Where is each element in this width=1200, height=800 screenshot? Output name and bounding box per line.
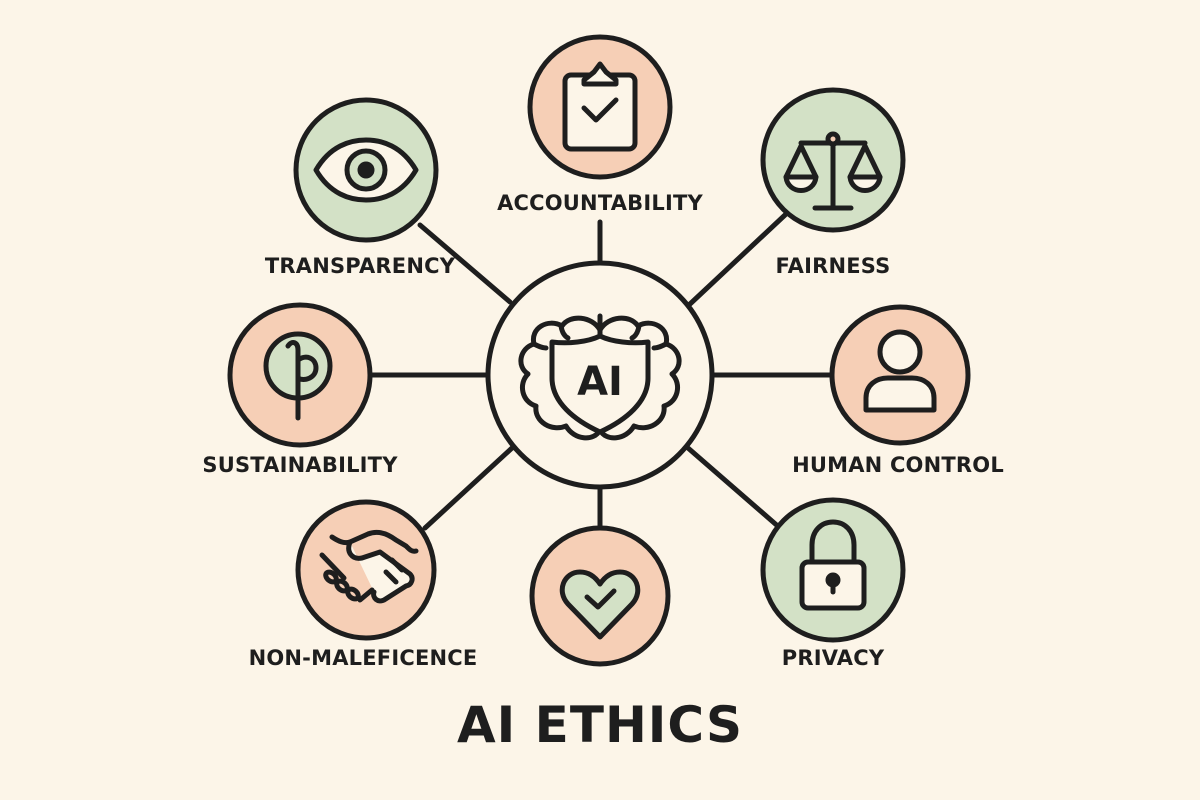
label-transparency: TRANSPARENCY	[264, 254, 456, 278]
person-icon	[863, 329, 937, 413]
node-circle-human-control[interactable]	[829, 304, 971, 446]
padlock-icon	[799, 519, 867, 611]
node-privacy[interactable]	[760, 497, 906, 643]
brain-shield-icon	[518, 313, 682, 441]
node-wellbeing[interactable]	[529, 525, 671, 667]
eye-icon	[313, 137, 419, 203]
node-human-control[interactable]	[829, 304, 971, 446]
label-accountability: ACCOUNTABILITY	[497, 191, 703, 215]
label-human-control: HUMAN CONTROL	[792, 453, 1004, 477]
sprout-icon	[263, 331, 333, 421]
balance-scale-icon	[783, 131, 883, 211]
connector-non-maleficence	[422, 445, 515, 531]
label-non-maleficence: NON-MALEFICENCE	[248, 646, 478, 670]
label-privacy: PRIVACY	[781, 646, 885, 670]
node-fairness[interactable]	[760, 87, 906, 233]
center-ai-label: AI	[577, 359, 623, 405]
clipboard-check-icon	[562, 61, 638, 152]
node-non-maleficence[interactable]	[295, 499, 437, 641]
connector-privacy	[685, 445, 783, 531]
label-fairness: FAIRNESS	[775, 254, 891, 278]
heart-check-icon	[559, 569, 641, 640]
node-transparency[interactable]	[293, 97, 439, 243]
handshake-icon	[319, 529, 419, 604]
connector-transparency	[417, 222, 513, 305]
center-hub: AI	[485, 260, 715, 490]
connectors	[367, 212, 833, 531]
connector-fairness	[687, 212, 788, 307]
page-title: AI ETHICS	[456, 696, 744, 754]
node-sustainability[interactable]	[227, 302, 373, 448]
label-sustainability: SUSTAINABILITY	[202, 453, 398, 477]
node-accountability[interactable]	[527, 34, 673, 180]
